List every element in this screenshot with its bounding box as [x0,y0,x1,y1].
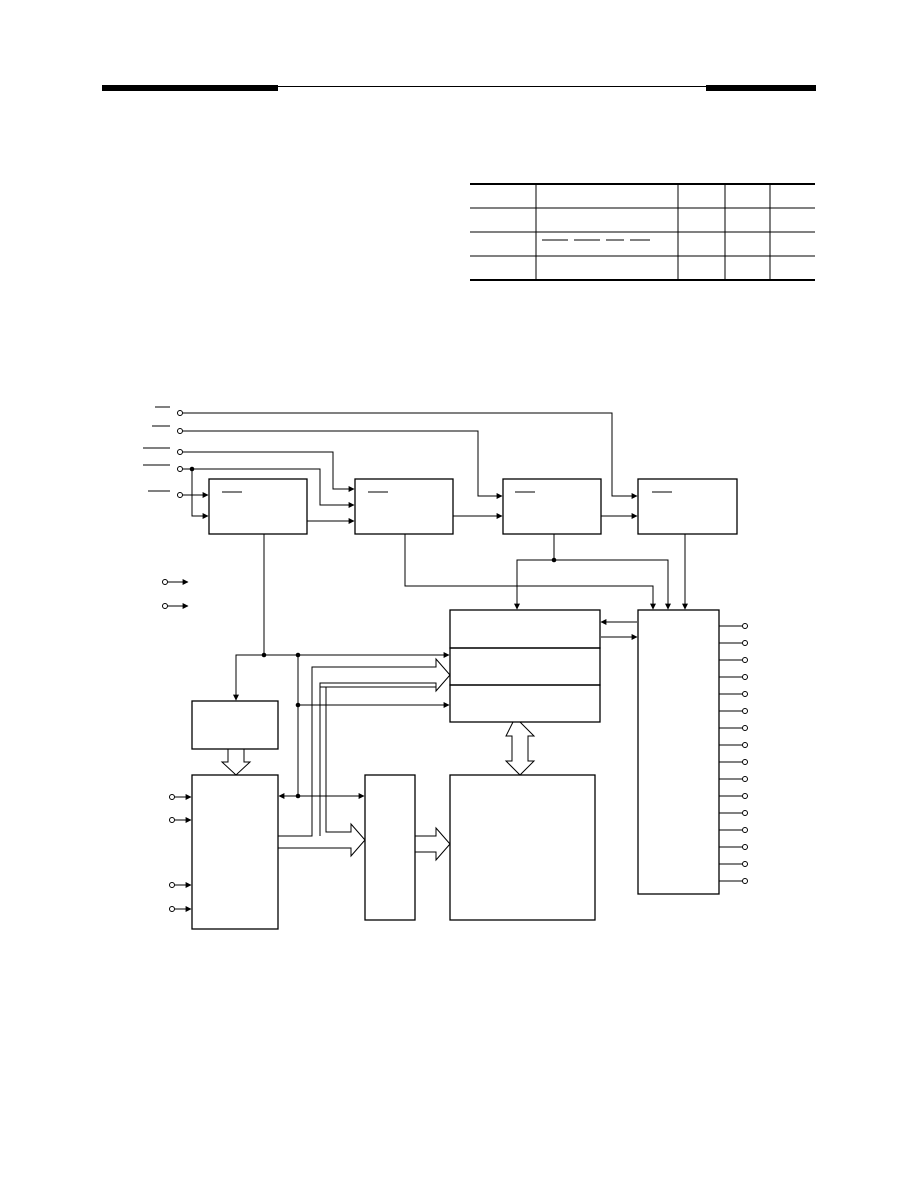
block-11 [364,774,416,921]
block-8 [637,609,720,895]
block-4 [637,478,738,535]
block-7 [449,684,601,723]
block-10 [191,774,279,930]
block-1 [208,478,308,535]
header-rule-left-thick [102,85,278,91]
block-5 [449,609,601,649]
block-9 [191,700,279,750]
block-6 [449,647,601,686]
header-rule-right-thick [706,85,816,91]
block-12 [449,774,596,921]
block-2 [354,478,454,535]
header-rule-thin [278,86,706,87]
spec-table [470,183,815,281]
right-pins [719,623,748,884]
block-3 [502,478,602,535]
